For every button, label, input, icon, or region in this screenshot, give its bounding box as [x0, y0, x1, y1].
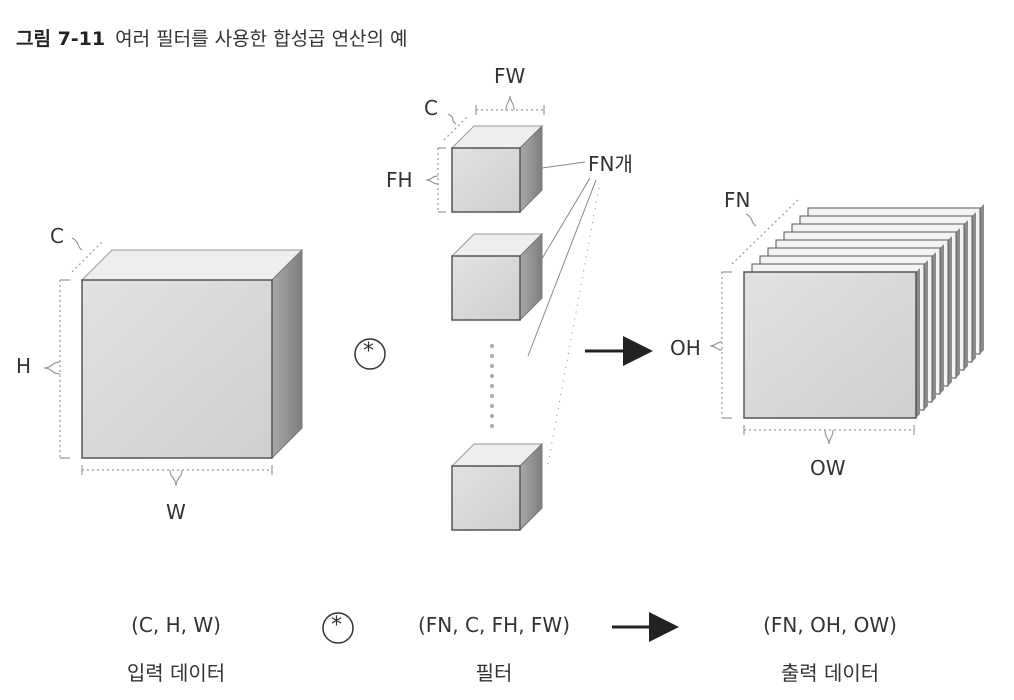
input-c-brace [71, 237, 83, 251]
figure-caption: 그림 7-11 여러 필터를 사용한 합성곱 연산의 예 [16, 24, 408, 51]
input-h-brace [43, 361, 61, 375]
filter-ellipsis-dots [490, 344, 494, 428]
label-filter-fh: FH [386, 168, 413, 192]
label-filter-fn: FN개 [588, 152, 633, 176]
filter-c-bracket [443, 115, 469, 141]
input-name-label: 입력 데이터 [126, 661, 226, 685]
filter-brackets [425, 95, 545, 213]
filter-name-label: 필터 [475, 661, 513, 685]
filter-cube-last [450, 442, 544, 532]
filter-fh-brace [425, 175, 439, 185]
label-input-h: H [16, 354, 32, 378]
filter-c-brace [447, 113, 457, 125]
fn-pointer-lines [527, 161, 601, 465]
output-map-side [964, 220, 968, 370]
input-brackets [43, 237, 273, 487]
label-filter-fw: FW [494, 64, 526, 88]
input-cube-front [81, 279, 273, 459]
output-oh-brace [709, 341, 723, 351]
output-name-label: 출력 데이터 [780, 661, 880, 685]
input-cube-top [80, 249, 304, 281]
output-fn-brace [745, 213, 757, 227]
input-shape-label: (C, H, W) [131, 613, 221, 637]
figure-title: 여러 필터를 사용한 합성곱 연산의 예 [115, 28, 408, 50]
output-map-side [916, 268, 920, 418]
output-map-side [940, 244, 944, 394]
filter-shape-label: (FN, C, FH, FW) [417, 613, 571, 637]
output-ow-brace [824, 429, 834, 445]
output-map-side [980, 204, 984, 354]
output-shape-label: (FN, OH, OW) [763, 613, 897, 637]
output-map-side [924, 260, 928, 410]
output-map-side [932, 252, 936, 402]
operator-symbol-top: * [363, 339, 374, 364]
output-map-side [972, 212, 976, 362]
label-input-w: W [166, 500, 186, 524]
output-map-side [956, 228, 960, 378]
figure-number: 그림 7-11 [16, 28, 106, 50]
label-output-ow: OW [810, 456, 846, 480]
operator-symbol-bottom: * [331, 613, 342, 638]
label-output-fn: FN [724, 188, 751, 212]
output-brackets [709, 197, 915, 445]
convolution-operator-top [354, 338, 386, 370]
filter-fw-brace [505, 95, 515, 111]
output-feature-map [743, 271, 917, 419]
input-cube-side [271, 248, 303, 460]
label-output-oh: OH [670, 336, 701, 360]
filter-cube-2 [450, 232, 544, 322]
label-filter-c: C [424, 96, 438, 120]
output-fn-bracket [731, 197, 801, 265]
output-map-side [948, 236, 952, 386]
label-input-c: C [50, 224, 64, 248]
convolution-operator-bottom [322, 612, 354, 644]
input-data-cube [80, 248, 304, 460]
input-w-brace [169, 469, 183, 487]
input-c-bracket [71, 241, 103, 273]
output-stack [743, 204, 984, 419]
filter-cube-1 [450, 124, 544, 214]
